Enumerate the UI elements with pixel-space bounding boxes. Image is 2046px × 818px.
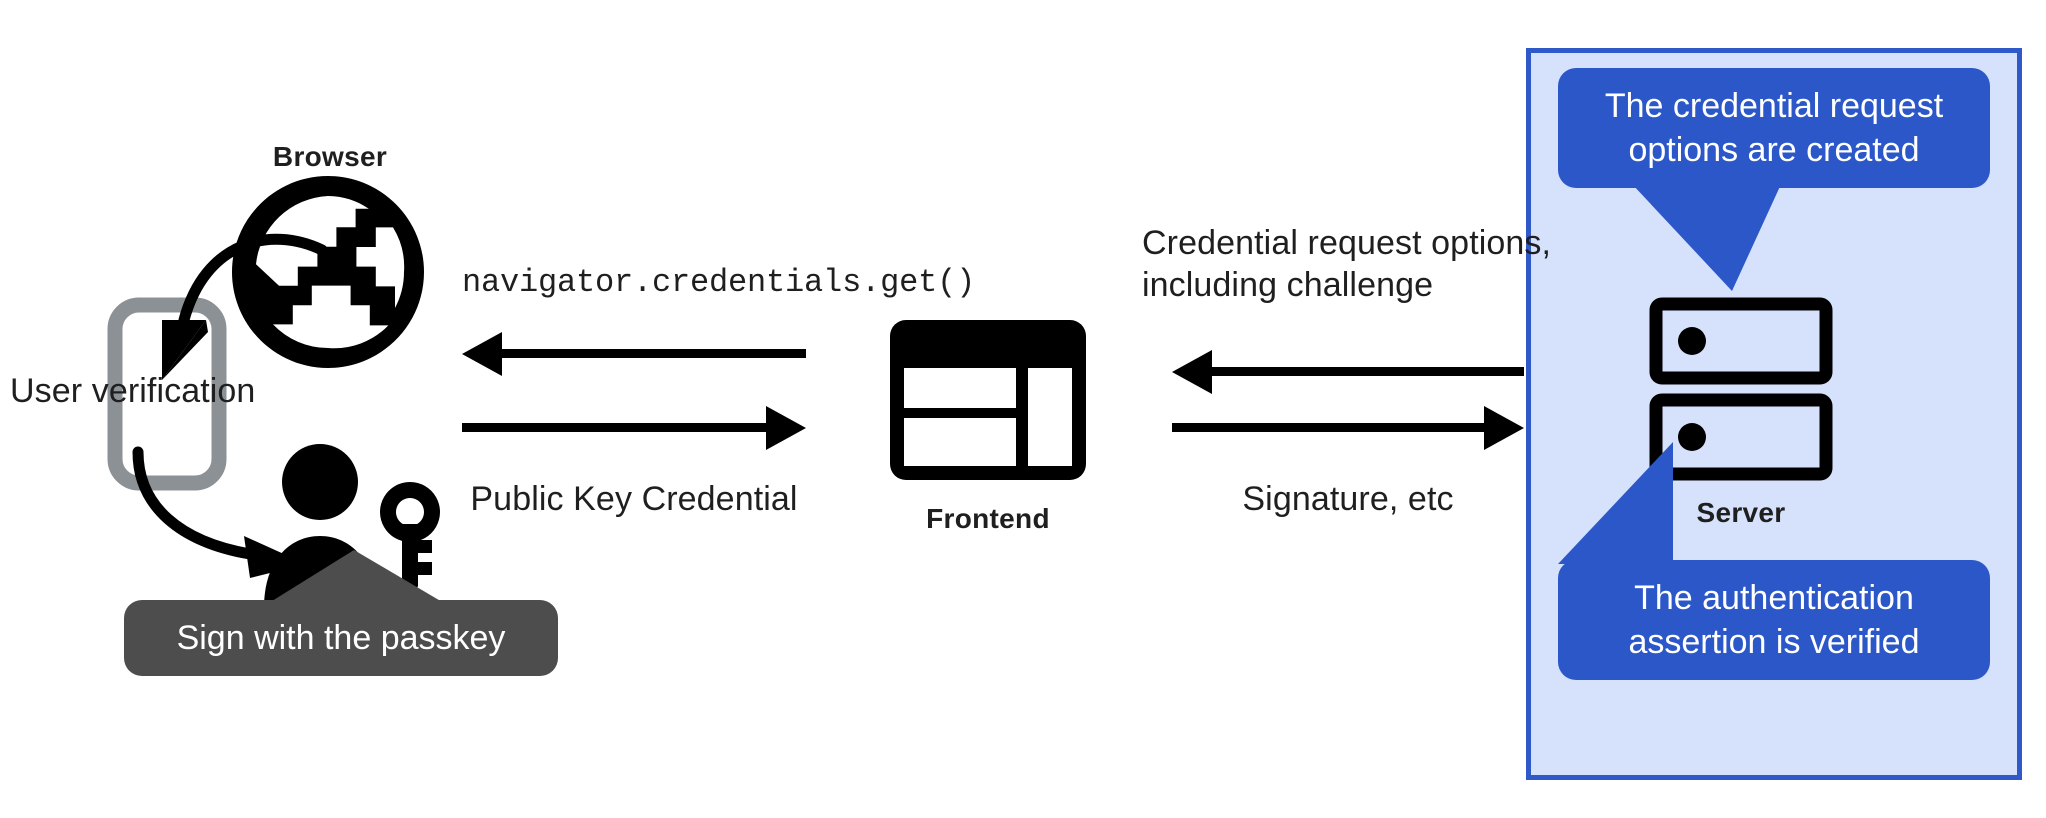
arrow-frontend-to-browser: [462, 332, 806, 376]
flow-navigator-credentials-get-label: navigator.credentials.get(): [462, 264, 976, 301]
frontend-label: Frontend: [926, 503, 1050, 534]
server-callout-bottom-tail: [1558, 442, 1673, 564]
server-callout-bottom: The authentication assertion is verified: [1558, 442, 1990, 680]
web-layout-icon: [890, 320, 1086, 480]
user-callout: Sign with the passkey: [124, 550, 558, 676]
server-callout-bottom-text: The authentication assertion is verified: [1558, 560, 1990, 680]
user-verification-label: User verification: [10, 372, 256, 410]
browser-label: Browser: [272, 141, 388, 172]
server-callout-top: The credential request options are creat…: [1558, 68, 1990, 291]
server-callout-top-tail: [1618, 169, 1788, 291]
server-label: Server: [1696, 497, 1786, 528]
arrow-frontend-to-server: [1172, 406, 1524, 450]
flow-public-key-credential-label: Public Key Credential: [470, 480, 798, 518]
server-racks-icon: [1649, 297, 1833, 481]
mobile-phone-icon: [107, 297, 227, 491]
arrow-browser-to-phone: [162, 233, 328, 380]
flow-server-to-frontend-label: Credential request options, including ch…: [1142, 224, 1552, 304]
arrow-server-to-frontend: [1172, 350, 1524, 394]
user-callout-text: Sign with the passkey: [124, 600, 558, 676]
user-callout-tail: [264, 550, 449, 606]
globe-icon: [228, 172, 428, 372]
flow-frontend-to-server-label: Signature, etc: [1242, 480, 1454, 518]
server-callout-top-text: The credential request options are creat…: [1558, 68, 1990, 188]
arrow-browser-to-frontend: [462, 406, 806, 450]
